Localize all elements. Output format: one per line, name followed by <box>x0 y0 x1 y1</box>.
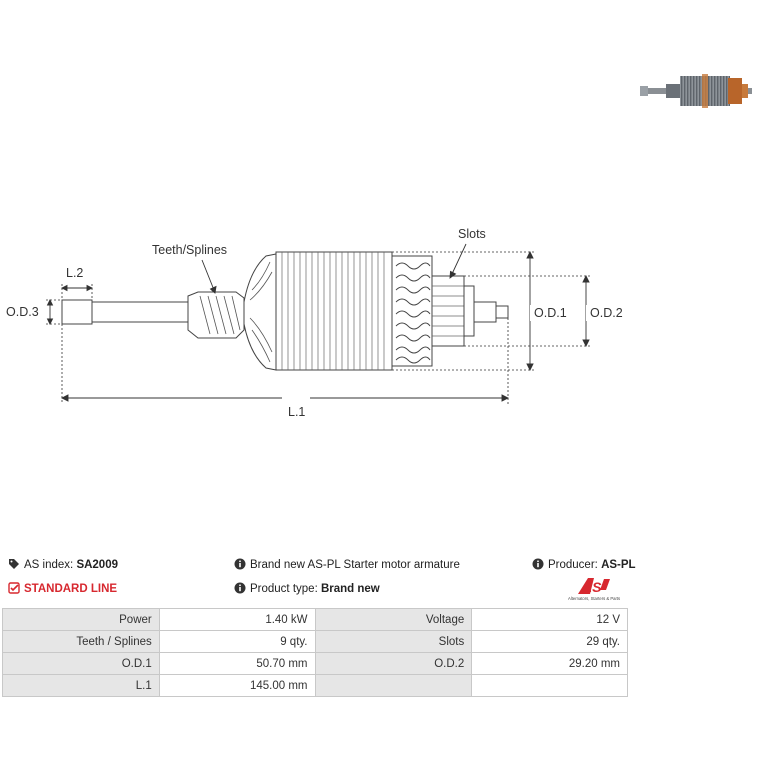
as-pl-logo: AS Alternators, Starters & Parts <box>568 578 620 601</box>
svg-text:Alternators, Starters & Parts: Alternators, Starters & Parts <box>568 596 620 601</box>
spec-value: 145.00 mm <box>158 674 316 697</box>
info-icon <box>234 582 246 594</box>
splines <box>187 291 245 339</box>
spec-label: Voltage <box>314 608 473 631</box>
standard-line: STANDARD LINE <box>8 582 117 596</box>
shaft-right-tip <box>495 305 509 319</box>
spec-label <box>314 674 473 697</box>
product-type-label: Product type: <box>250 583 318 595</box>
spec-value: 9 qty. <box>158 630 316 653</box>
spec-value: 29.20 mm <box>471 652 628 675</box>
product-type: Product type: Brand new <box>234 582 380 596</box>
label-l2: L.2 <box>66 266 83 280</box>
label-od1: O.D.1 <box>534 306 567 320</box>
description-text: Brand new AS-PL Starter motor armature <box>250 559 460 571</box>
label-od2: O.D.2 <box>590 306 623 320</box>
spec-value: 1.40 kW <box>158 608 316 631</box>
spec-value <box>471 674 628 697</box>
product-description: Brand new AS-PL Starter motor armature <box>234 558 460 572</box>
armature-drawing: Teeth/Splines Slots L.2 O.D.3 O.D.1 O.D.… <box>6 227 630 419</box>
shaft-end <box>61 299 93 325</box>
lamination-stack <box>275 251 393 371</box>
product-thumbnail <box>640 74 752 108</box>
spec-label: O.D.1 <box>2 652 160 675</box>
spec-label: Slots <box>314 630 473 653</box>
producer-value: AS-PL <box>601 559 636 571</box>
as-index-value: SA2009 <box>76 559 118 571</box>
as-index: AS index: SA2009 <box>8 558 118 572</box>
shaft <box>91 301 189 323</box>
spec-label: Power <box>2 608 160 631</box>
label-teeth-splines: Teeth/Splines <box>152 243 227 257</box>
spec-label: L.1 <box>2 674 160 697</box>
producer-label: Producer: <box>548 559 598 571</box>
spec-label: Teeth / Splines <box>2 630 160 653</box>
tag-icon <box>9 559 19 569</box>
spec-value: 29 qty. <box>471 630 628 653</box>
info-icon <box>532 558 544 570</box>
info-icon <box>234 558 246 570</box>
checkbox-icon <box>8 582 20 594</box>
spec-value: 50.70 mm <box>158 652 316 675</box>
shaft-right <box>473 301 497 323</box>
winding-left <box>243 253 277 371</box>
commutator <box>431 275 465 347</box>
label-od3: O.D.3 <box>6 305 39 319</box>
label-slots: Slots <box>458 227 486 241</box>
label-l1: L.1 <box>288 405 305 419</box>
producer: Producer: AS-PL <box>532 558 636 572</box>
as-index-label: AS index: <box>24 559 74 571</box>
standard-line-label: STANDARD LINE <box>24 583 118 595</box>
svg-text:AS: AS <box>581 579 602 595</box>
product-type-value: Brand new <box>320 583 380 595</box>
shaft-right-collar <box>463 285 475 337</box>
spec-value: 12 V <box>471 608 628 631</box>
spec-label: O.D.2 <box>314 652 473 675</box>
